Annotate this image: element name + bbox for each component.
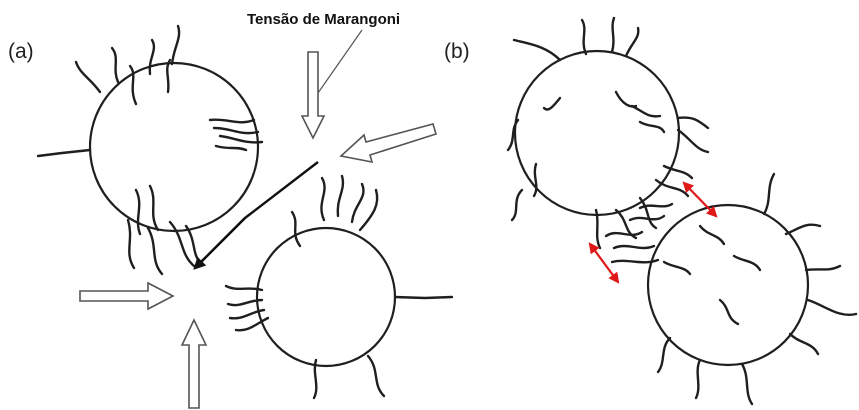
particle-a1 [38, 26, 262, 274]
marangoni-arrow-bottom [182, 320, 206, 408]
particle-b2-circle [648, 205, 808, 365]
particle-b2-chains [658, 174, 856, 404]
particle-b2 [648, 174, 856, 404]
particle-a2-circle [257, 228, 395, 366]
marangoni-arrow-top [302, 52, 324, 138]
particle-a2 [226, 176, 452, 398]
particle-b1-circle [515, 51, 679, 215]
panel-a-label: (a) [8, 40, 34, 63]
marangoni-arrow-left [80, 283, 173, 309]
marangoni-label: Tensão de Marangoni [247, 11, 400, 28]
approach-arrow [195, 162, 318, 268]
marangoni-arrow-right [341, 124, 436, 162]
panel-b-label: (b) [444, 40, 470, 63]
particle-b1 [508, 18, 708, 248]
separation-arrow-lower [590, 244, 618, 282]
particle-a1-chains [38, 26, 262, 274]
marangoni-leader-line [318, 30, 362, 93]
